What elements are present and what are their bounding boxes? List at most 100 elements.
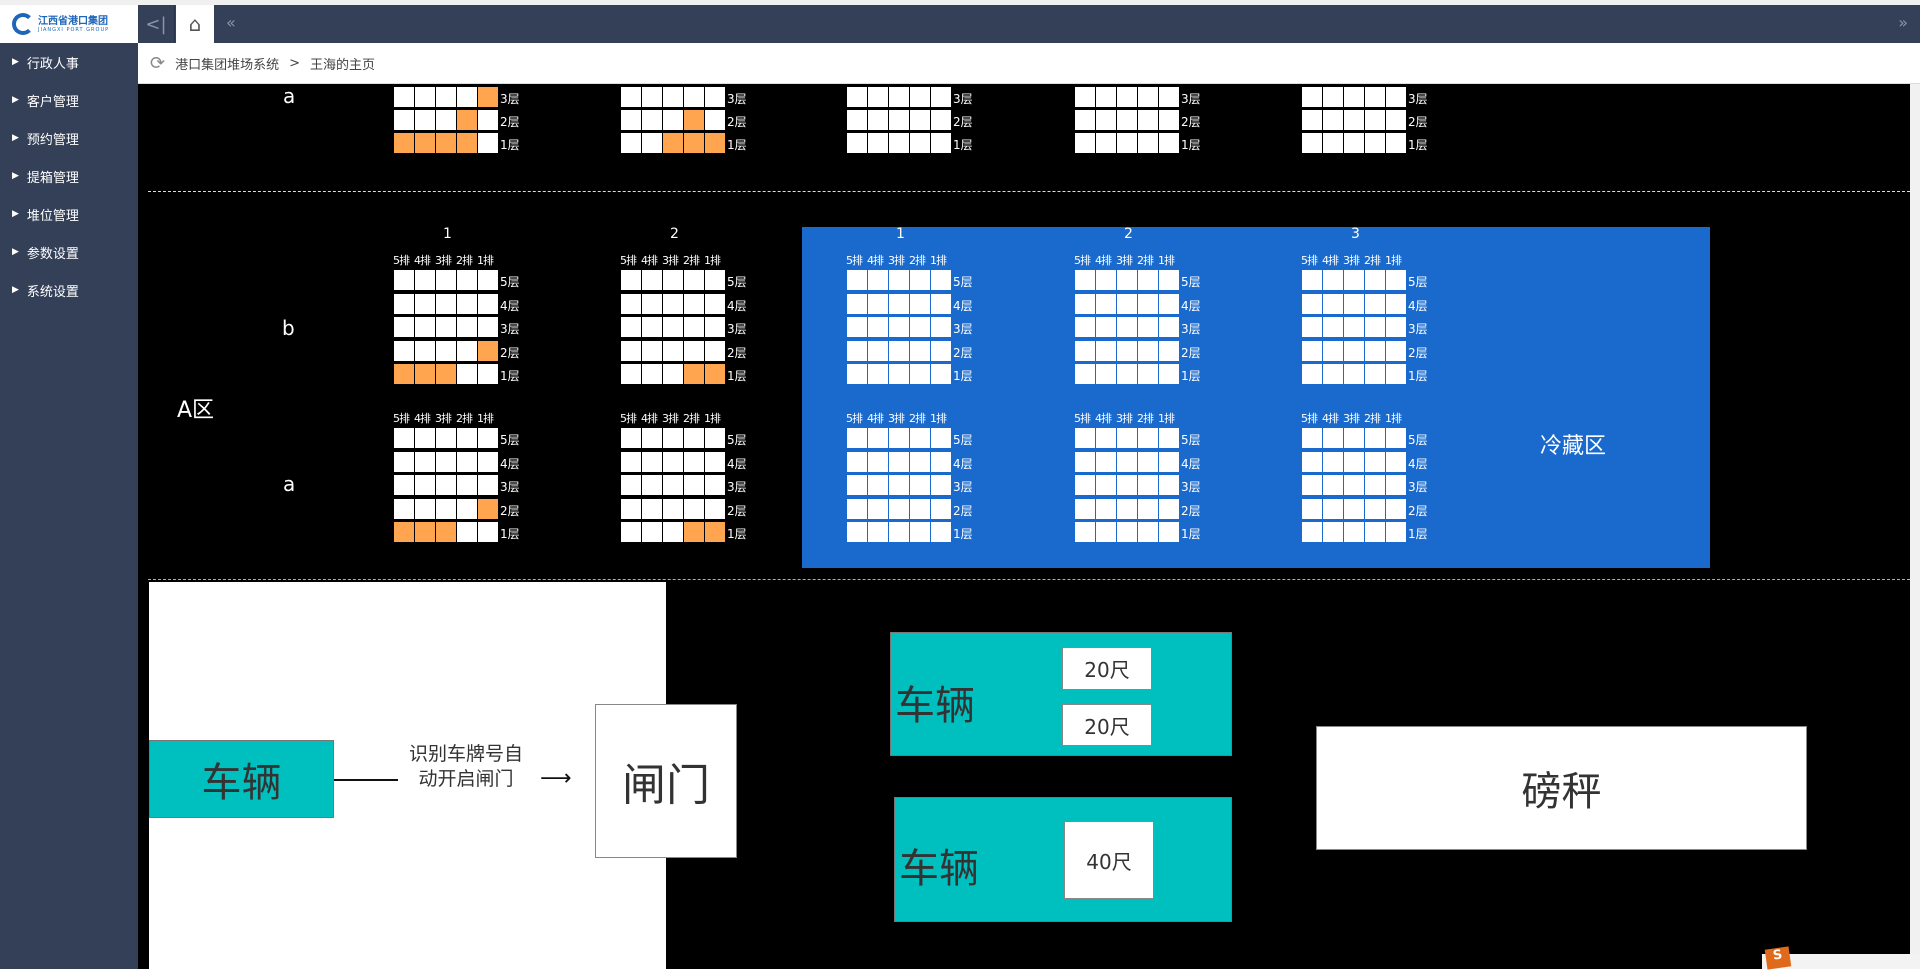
yard-slot-empty[interactable] xyxy=(1386,364,1406,384)
yard-slot-empty[interactable] xyxy=(1096,364,1116,384)
yard-slot-empty[interactable] xyxy=(931,110,951,130)
yard-slot-empty[interactable] xyxy=(1159,522,1179,542)
yard-slot-empty[interactable] xyxy=(868,498,888,519)
yard-slot-empty[interactable] xyxy=(684,451,704,472)
yard-slot-empty[interactable] xyxy=(847,110,867,130)
yard-slot-occupied[interactable] xyxy=(436,522,456,542)
yard-slot-empty[interactable] xyxy=(847,270,867,290)
yard-slot-empty[interactable] xyxy=(1323,364,1343,384)
yard-slot-empty[interactable] xyxy=(1096,498,1116,519)
yard-slot-empty[interactable] xyxy=(415,317,435,337)
yard-slot-empty[interactable] xyxy=(1344,428,1364,448)
yard-slot-empty[interactable] xyxy=(478,451,498,472)
yard-slot-empty[interactable] xyxy=(478,475,498,495)
yard-slot-empty[interactable] xyxy=(394,293,414,314)
yard-slot-empty[interactable] xyxy=(1075,475,1095,495)
yard-slot-empty[interactable] xyxy=(910,475,930,495)
yard-slot-empty[interactable] xyxy=(663,293,683,314)
yard-slot-empty[interactable] xyxy=(1365,498,1385,519)
yard-slot-empty[interactable] xyxy=(1365,133,1385,153)
yard-slot-empty[interactable] xyxy=(1096,293,1116,314)
yard-slot-occupied[interactable] xyxy=(684,133,704,153)
yard-slot-empty[interactable] xyxy=(1075,498,1095,519)
yard-slot-empty[interactable] xyxy=(684,293,704,314)
yard-slot-empty[interactable] xyxy=(1117,498,1137,519)
yard-slot-empty[interactable] xyxy=(1138,293,1158,314)
yard-slot-empty[interactable] xyxy=(847,428,867,448)
yard-slot-empty[interactable] xyxy=(1344,475,1364,495)
yard-slot-empty[interactable] xyxy=(457,270,477,290)
scroll-tabs-left-button[interactable]: « xyxy=(226,13,236,32)
yard-slot-empty[interactable] xyxy=(663,364,683,384)
yard-slot-empty[interactable] xyxy=(1096,522,1116,542)
yard-slot-empty[interactable] xyxy=(889,133,909,153)
yard-slot-occupied[interactable] xyxy=(705,522,725,542)
yard-slot-empty[interactable] xyxy=(910,522,930,542)
sidebar-item-customers[interactable]: ▶客户管理 xyxy=(0,81,138,119)
yard-slot-empty[interactable] xyxy=(436,340,456,361)
yard-slot-empty[interactable] xyxy=(1096,428,1116,448)
yard-slot-empty[interactable] xyxy=(478,133,498,153)
yard-slot-occupied[interactable] xyxy=(684,364,704,384)
yard-slot-empty[interactable] xyxy=(1323,522,1343,542)
yard-slot-empty[interactable] xyxy=(1365,522,1385,542)
yard-slot-empty[interactable] xyxy=(1386,110,1406,130)
yard-slot-empty[interactable] xyxy=(621,270,641,290)
yard-slot-empty[interactable] xyxy=(1117,340,1137,361)
yard-slot-empty[interactable] xyxy=(910,428,930,448)
yard-slot-empty[interactable] xyxy=(847,364,867,384)
yard-slot-empty[interactable] xyxy=(1323,340,1343,361)
yard-slot-empty[interactable] xyxy=(1138,364,1158,384)
yard-slot-empty[interactable] xyxy=(1365,428,1385,448)
yard-slot-empty[interactable] xyxy=(1159,317,1179,337)
yard-slot-empty[interactable] xyxy=(868,340,888,361)
yard-slot-empty[interactable] xyxy=(663,522,683,542)
yard-slot-empty[interactable] xyxy=(663,498,683,519)
yard-slot-empty[interactable] xyxy=(705,293,725,314)
yard-slot-empty[interactable] xyxy=(1075,428,1095,448)
yard-slot-empty[interactable] xyxy=(705,340,725,361)
yard-slot-empty[interactable] xyxy=(1075,270,1095,290)
yard-slot-occupied[interactable] xyxy=(457,133,477,153)
yard-slot-empty[interactable] xyxy=(847,133,867,153)
yard-slot-empty[interactable] xyxy=(910,340,930,361)
yard-slot-empty[interactable] xyxy=(457,451,477,472)
yard-slot-occupied[interactable] xyxy=(684,522,704,542)
yard-slot-empty[interactable] xyxy=(415,87,435,107)
yard-slot-empty[interactable] xyxy=(1075,522,1095,542)
yard-slot-empty[interactable] xyxy=(436,110,456,130)
yard-slot-empty[interactable] xyxy=(1386,475,1406,495)
yard-slot-empty[interactable] xyxy=(1302,364,1322,384)
yard-slot-empty[interactable] xyxy=(889,110,909,130)
yard-slot-empty[interactable] xyxy=(1159,270,1179,290)
yard-slot-empty[interactable] xyxy=(1365,270,1385,290)
yard-slot-empty[interactable] xyxy=(1344,364,1364,384)
yard-slot-occupied[interactable] xyxy=(705,133,725,153)
yard-slot-occupied[interactable] xyxy=(394,133,414,153)
yard-slot-empty[interactable] xyxy=(868,133,888,153)
yard-slot-occupied[interactable] xyxy=(478,87,498,107)
yard-slot-empty[interactable] xyxy=(621,87,641,107)
yard-slot-empty[interactable] xyxy=(1386,498,1406,519)
yard-slot-empty[interactable] xyxy=(1096,451,1116,472)
yard-slot-empty[interactable] xyxy=(1323,110,1343,130)
yard-slot-empty[interactable] xyxy=(1117,317,1137,337)
yard-slot-empty[interactable] xyxy=(1365,317,1385,337)
yard-slot-empty[interactable] xyxy=(931,522,951,542)
yard-slot-empty[interactable] xyxy=(1159,428,1179,448)
yard-slot-empty[interactable] xyxy=(457,293,477,314)
yard-slot-empty[interactable] xyxy=(1365,364,1385,384)
yard-slot-empty[interactable] xyxy=(1302,293,1322,314)
yard-slot-empty[interactable] xyxy=(457,317,477,337)
yard-slot-empty[interactable] xyxy=(621,522,641,542)
yard-slot-empty[interactable] xyxy=(931,317,951,337)
yard-slot-occupied[interactable] xyxy=(705,364,725,384)
yard-slot-empty[interactable] xyxy=(1386,340,1406,361)
yard-slot-empty[interactable] xyxy=(1365,451,1385,472)
yard-slot-empty[interactable] xyxy=(394,428,414,448)
yard-slot-empty[interactable] xyxy=(705,270,725,290)
yard-slot-empty[interactable] xyxy=(1075,317,1095,337)
yard-slot-empty[interactable] xyxy=(621,451,641,472)
yard-slot-empty[interactable] xyxy=(847,451,867,472)
yard-slot-empty[interactable] xyxy=(1075,364,1095,384)
